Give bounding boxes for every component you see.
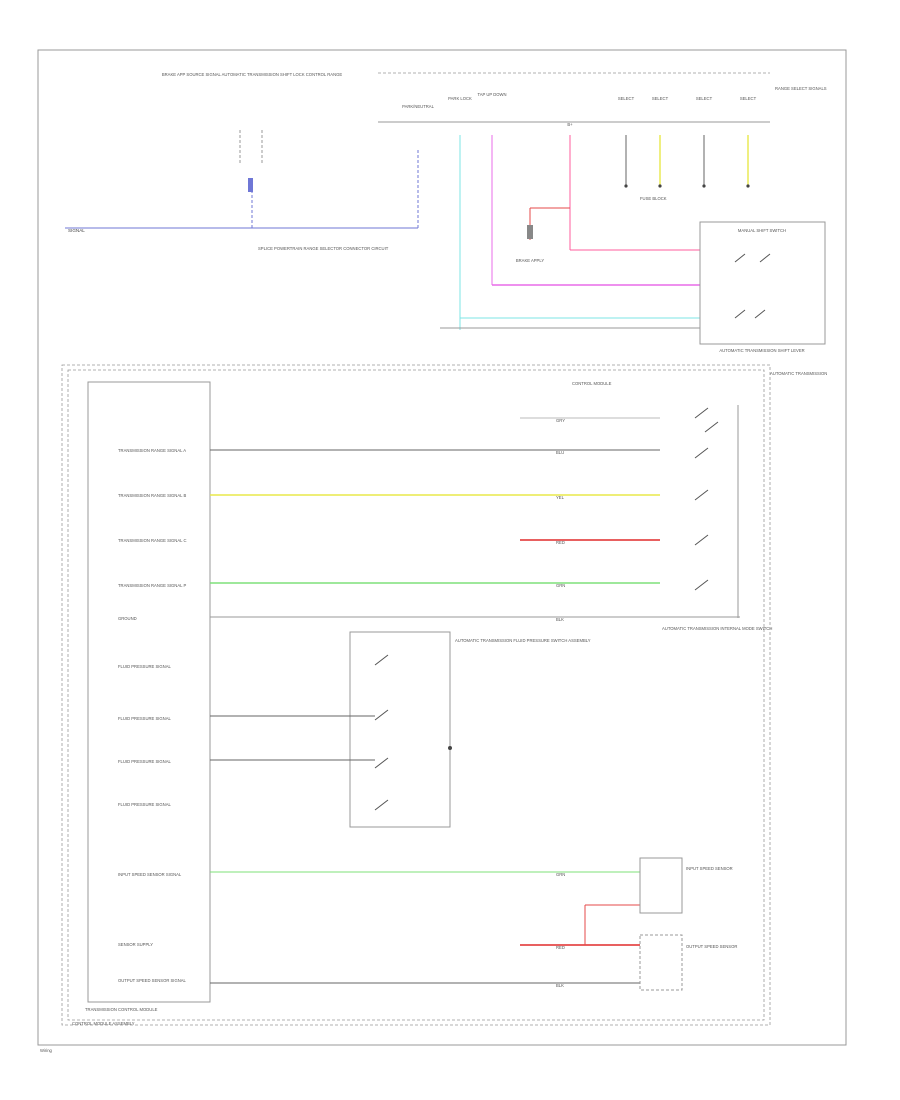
output-speed-sensor — [639, 934, 683, 991]
top-label-5c: SELECT — [696, 96, 713, 101]
left-signal-label: SIGNAL — [68, 228, 85, 233]
lever-switch-1 — [734, 253, 771, 263]
node-1 — [624, 184, 628, 188]
pressure-row-2: FLUID PRESSURE SIGNAL — [118, 716, 171, 721]
tcm-row-5: GROUND — [118, 616, 137, 621]
top-label-2: PARK LOCK — [448, 96, 472, 101]
pressure-common-node — [448, 746, 452, 750]
sensor-2-label: OUTPUT SPEED SENSOR — [686, 944, 737, 949]
pressure-row-1: FLUID PRESSURE SIGNAL — [118, 664, 171, 669]
shift-lever-box — [699, 221, 826, 345]
tcm-bottom-label-1: TRANSMISSION CONTROL MODULE — [85, 1007, 158, 1012]
node-3 — [702, 184, 706, 188]
pressure-switch-block — [349, 631, 451, 828]
tcm-row-1: TRANSMISSION RANGE SIGNAL A — [118, 448, 186, 453]
mode-switch-label: MANUAL SHIFT SWITCH — [738, 228, 786, 233]
range-switch-contacts — [694, 407, 719, 591]
module-label: AUTOMATIC TRANSMISSION — [770, 371, 827, 376]
top-label-4: B+ — [567, 122, 573, 127]
top-right-label: RANGE SELECT SIGNALS — [775, 86, 827, 91]
top-label-5b: SELECT — [652, 96, 669, 101]
wire-code-1: BLU — [556, 450, 564, 455]
tcm-internal-block — [87, 381, 211, 1003]
shift-assembly-label: AUTOMATIC TRANSMISSION SHIFT LEVER — [719, 348, 804, 353]
fuse-block-label: FUSE BLOCK — [640, 196, 667, 201]
page-frame — [37, 49, 847, 1046]
node-2 — [658, 184, 662, 188]
top-left-label: BRAKE APP SOURCE SIGNAL AUTOMATIC TRANSM… — [162, 72, 343, 77]
sensor-1-label: INPUT SPEED SENSOR — [686, 866, 733, 871]
top-label-5a: SELECT — [618, 96, 635, 101]
tcm-row-2: TRANSMISSION RANGE SIGNAL B — [118, 493, 186, 498]
top-label-3: TAP UP DOWN — [477, 92, 506, 97]
pressure-block-label: AUTOMATIC TRANSMISSION FLUID PRESSURE SW… — [455, 638, 591, 643]
wire-code-8: BLK — [556, 983, 564, 988]
wire-code-0: GRY — [556, 418, 565, 423]
wire-code-7: RED — [556, 945, 565, 950]
tcm-bottom-label-2: CONTROL MODULE ASSEMBLY — [72, 1021, 135, 1026]
sensor-row-1: INPUT SPEED SENSOR SIGNAL — [118, 872, 182, 877]
wire-code-4: GRN — [556, 583, 565, 588]
range-rows: TRANSMISSION RANGE SIGNAL A TRANSMISSION… — [118, 448, 186, 621]
tcm-row-3: TRANSMISSION RANGE SIGNAL C — [118, 538, 186, 543]
lever-switch-2 — [734, 309, 766, 319]
tcm-row-4: TRANSMISSION RANGE SIGNAL P — [118, 583, 186, 588]
splice-left-label: SPLICE POWERTRAIN RANGE SELECTOR CONNECT… — [258, 246, 389, 251]
sensor-row-2: SENSOR SUPPLY — [118, 942, 153, 947]
tcm-label: CONTROL MODULE — [572, 381, 612, 386]
tcm-outer-dashed — [61, 364, 771, 1026]
pressure-row-3: FLUID PRESSURE SIGNAL — [118, 759, 171, 764]
wire-code-5: BLK — [556, 617, 564, 622]
input-speed-sensor — [639, 857, 683, 914]
wire-code-2: YEL — [556, 495, 565, 500]
top-label-5d: SELECT — [740, 96, 757, 101]
sensor-row-3: OUTPUT SPEED SENSOR SIGNAL — [118, 978, 187, 983]
brake-label: BRAKE APPLY — [516, 258, 545, 263]
pressure-switch-contacts — [374, 654, 389, 811]
brake-connector — [527, 225, 533, 239]
range-switch-label: AUTOMATIC TRANSMISSION INTERNAL MODE SWI… — [662, 626, 772, 631]
top-label-1: PARK/NEUTRAL — [402, 104, 434, 109]
node-4 — [746, 184, 750, 188]
tcm-inner-dashed — [67, 369, 765, 1021]
conn-pin-blue — [248, 178, 253, 192]
wire-code-6: GRN — [556, 872, 565, 877]
wire-code-3: RED — [556, 540, 565, 545]
pressure-row-4: FLUID PRESSURE SIGNAL — [118, 802, 171, 807]
footer-label: Wiring — [40, 1048, 53, 1053]
